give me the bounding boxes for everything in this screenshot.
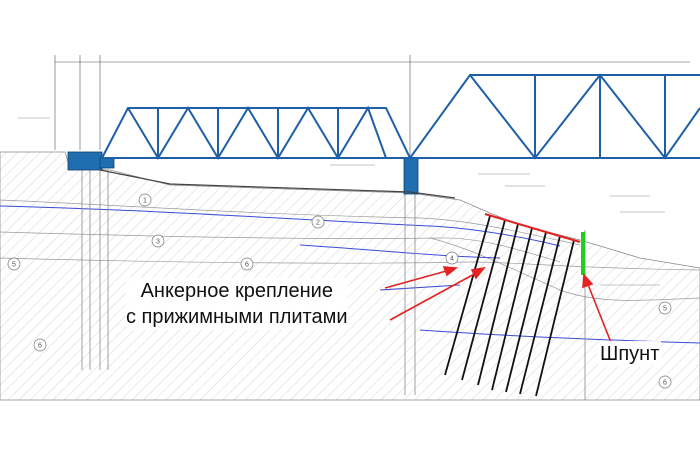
sheet-pile-arrow [586, 281, 613, 346]
anchor-callout-line1: Анкерное крепление [140, 280, 333, 302]
anchor-2 [461, 219, 506, 381]
anchor-callout-label: Анкерное крепление с прижимными плитами [126, 278, 348, 330]
ground-mass [0, 151, 700, 401]
anchor-callout-line2: с прижимными плитами [126, 306, 348, 328]
svg-text:4: 4 [450, 256, 454, 263]
road-embankment [99, 169, 456, 199]
svg-text:6: 6 [663, 380, 667, 387]
left-pier-cap [99, 157, 115, 169]
anchor-arrow-lower [389, 271, 479, 321]
soil-marker-7: 6 [33, 338, 47, 352]
anchor-1 [444, 215, 491, 376]
left-pier [67, 151, 103, 171]
anchor-7 [535, 239, 575, 397]
anchor-6 [519, 235, 561, 395]
bridge-piers [67, 151, 419, 195]
svg-text:1: 1 [143, 198, 147, 205]
svg-text:5: 5 [12, 262, 16, 269]
soil-layer-markers: 1 2 3 4 5 6 6 6 5 [7, 193, 672, 389]
right-pier [403, 157, 419, 195]
minor-annotations [18, 117, 665, 286]
soil-marker-2: 2 [311, 215, 325, 229]
svg-text:5: 5 [663, 306, 667, 313]
anchor-4 [491, 227, 533, 391]
soil-marker-3: 3 [151, 234, 165, 248]
dimension-line [54, 55, 690, 160]
soil-marker-6: 6 [240, 257, 254, 271]
anchor-3 [477, 223, 519, 386]
soil-marker-8: 6 [658, 375, 672, 389]
anchor-arrow-upper [384, 269, 451, 289]
callout-arrows [384, 266, 613, 346]
bridge-truss-right [409, 73, 700, 160]
ground-anchors [444, 215, 575, 397]
foundation-piles [81, 170, 586, 400]
soil-marker-1: 1 [138, 193, 152, 207]
svg-text:3: 3 [156, 239, 160, 246]
svg-text:6: 6 [38, 343, 42, 350]
soil-layer-boundaries [0, 199, 700, 301]
pressure-plates [484, 213, 581, 243]
soil-marker-4: 4 [445, 251, 459, 265]
bridge-truss-left [100, 105, 412, 160]
anchor-5 [505, 231, 547, 393]
svg-text:2: 2 [316, 220, 320, 227]
sheet-pile-callout-label: Шпунт [598, 341, 662, 367]
soil-marker-5: 5 [7, 257, 21, 271]
svg-text:6: 6 [245, 262, 249, 269]
soil-marker-9: 5 [658, 301, 672, 315]
